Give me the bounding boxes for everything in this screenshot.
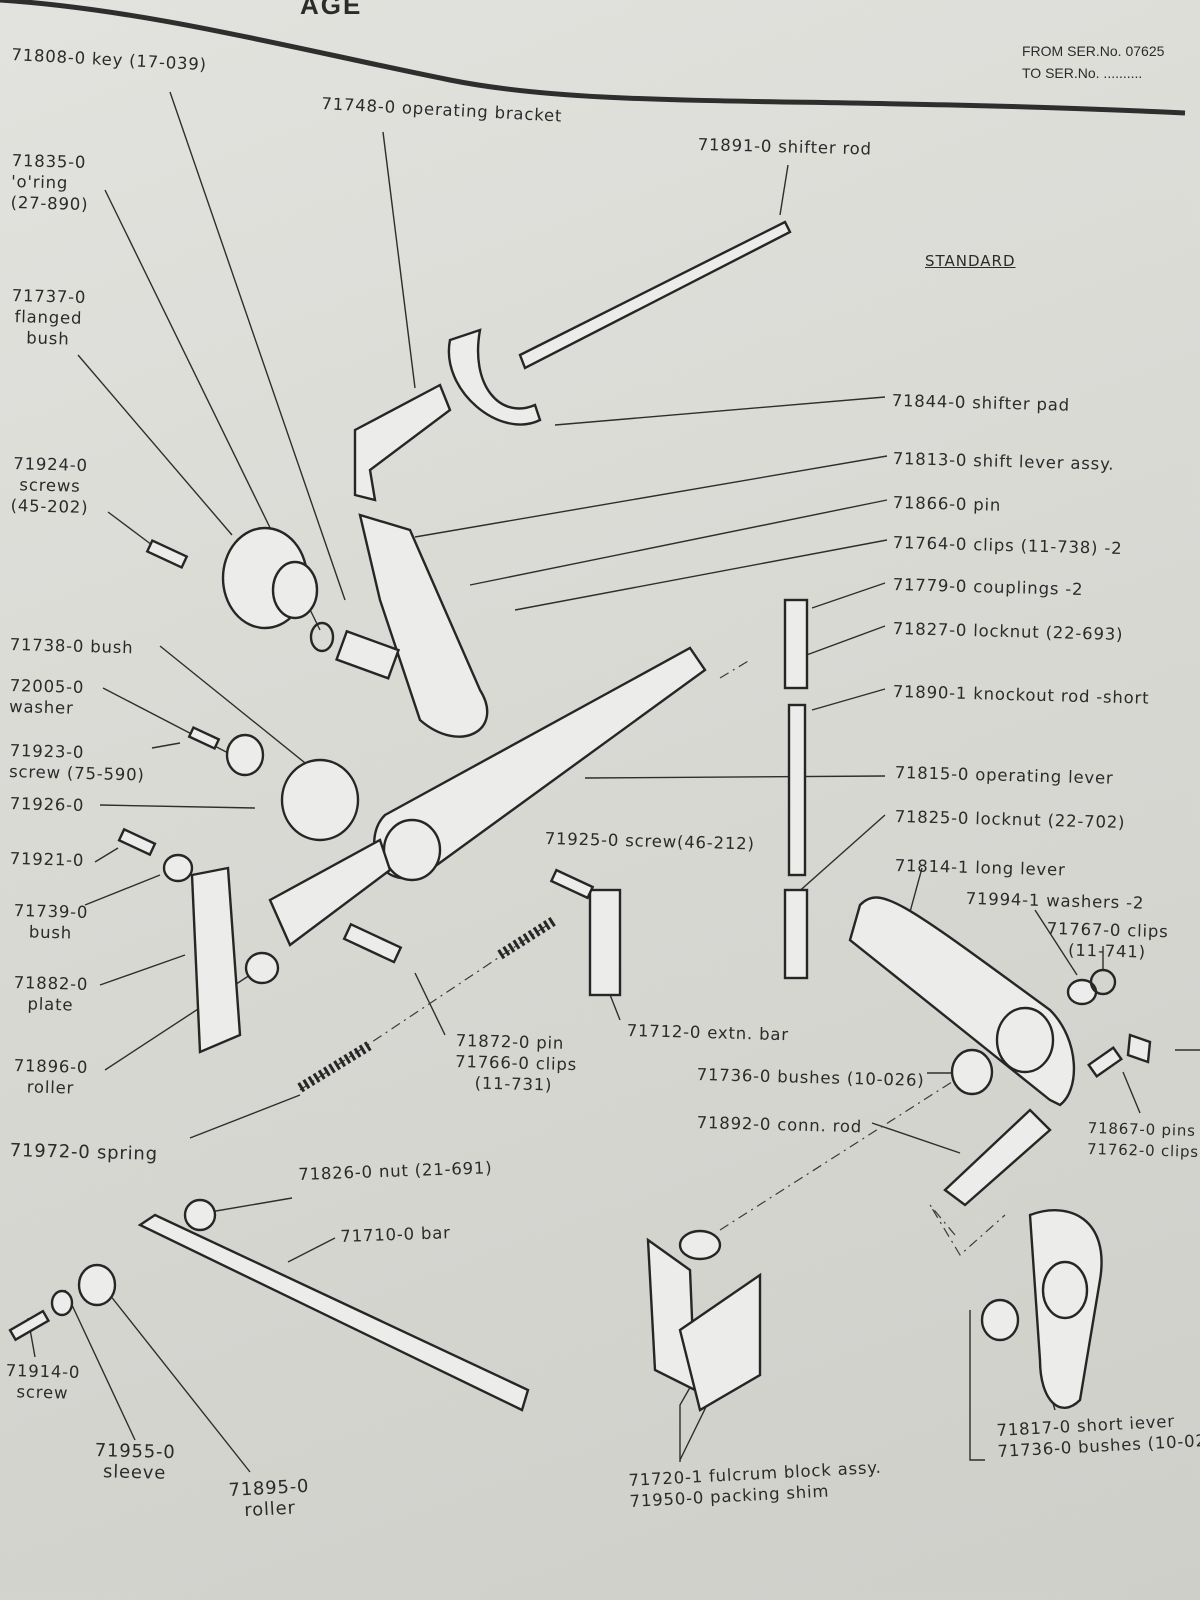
label-extn-bar: 71712-0 extn. bar xyxy=(626,1020,790,1045)
screw-71914 xyxy=(8,1309,51,1342)
page-title-fragment: AGE xyxy=(300,0,363,20)
key xyxy=(335,629,401,680)
pin-71867 xyxy=(1087,1045,1123,1079)
part-number: 71896-0 xyxy=(13,1055,89,1077)
part-ref: (45-202) xyxy=(10,495,89,518)
label-bush-71738: 71738-0 bush xyxy=(9,634,134,658)
roller-71896 xyxy=(244,951,280,985)
part-number: 71835-0 xyxy=(11,150,87,172)
long-lever-bush xyxy=(995,1006,1055,1074)
part-desc: roller xyxy=(26,1077,75,1098)
part-ref: (11-741) xyxy=(1067,940,1147,962)
part-number: 72005-0 xyxy=(9,675,85,697)
spring xyxy=(297,1040,373,1093)
part-number: 71739-0 xyxy=(13,900,89,922)
part-ref: (11-731) xyxy=(474,1073,553,1095)
part-desc: roller xyxy=(243,1497,297,1522)
packing-shim xyxy=(678,1272,762,1412)
screw-71924 xyxy=(145,538,189,570)
part-number: 71767-0 clips xyxy=(1046,918,1169,942)
coupling-bottom xyxy=(783,888,809,980)
bushes-71736 xyxy=(950,1048,994,1096)
part-desc: screw xyxy=(16,1382,69,1403)
o-ring xyxy=(309,621,335,653)
part-number: 71914-0 xyxy=(5,1360,81,1382)
to-serial: TO SER.No. .......... xyxy=(1022,65,1143,81)
label-clips-71767: 71767-0 clips(11-741) xyxy=(1046,918,1169,963)
part-desc: flanged xyxy=(14,307,83,328)
parts xyxy=(8,220,1152,1412)
knockout-rod xyxy=(787,703,807,877)
header-rule xyxy=(0,0,1186,116)
label-pin-71866: 71866-0 pin xyxy=(892,492,1002,515)
label-conn-rod: 71892-0 conn. rod xyxy=(696,1112,863,1137)
lever-fork xyxy=(268,838,392,947)
part-desc: plate xyxy=(27,994,74,1015)
shift-lever xyxy=(358,513,489,738)
part-ref: (27-890) xyxy=(10,192,89,215)
screw-71921 xyxy=(117,827,157,857)
operating-bracket xyxy=(353,383,452,502)
part-desc: screw (75-590) xyxy=(8,761,145,785)
label-spring: 71972-0 spring xyxy=(9,1140,159,1165)
part-desc: bush xyxy=(28,922,73,943)
label-long-lever: 71814-1 long lever xyxy=(894,855,1066,880)
part-desc: sleeve xyxy=(102,1461,167,1484)
label-71921: 71921-0 xyxy=(9,848,85,870)
serial-range: FROM SER.No. 07625 TO SER.No. .......... xyxy=(1022,40,1164,84)
conn-rod xyxy=(943,1108,1052,1207)
part-number: 71762-0 clips xyxy=(1086,1139,1200,1161)
clip-71767 xyxy=(1089,968,1117,996)
shifter-rod xyxy=(518,220,792,370)
washer-72005 xyxy=(225,733,265,777)
bush-71739 xyxy=(162,853,194,883)
sleeve xyxy=(50,1289,74,1317)
from-serial: FROM SER.No. 07625 xyxy=(1022,43,1165,59)
label-71926: 71926-0 xyxy=(9,793,85,815)
fulcrum-block xyxy=(646,1237,697,1392)
label-o-ring: 71835-0'o'ring(27-890) xyxy=(10,150,89,215)
part-number: 71955-0 xyxy=(94,1440,176,1464)
part-number: 71924-0 xyxy=(13,454,89,475)
extension-bar xyxy=(588,888,622,997)
part-number: 71737-0 xyxy=(11,285,87,307)
screw-71923 xyxy=(187,725,221,751)
part-desc: washer xyxy=(8,696,74,718)
bar xyxy=(137,1213,530,1412)
coupling-top xyxy=(783,598,809,690)
plate xyxy=(190,866,242,1054)
part-number: 71766-0 clips xyxy=(454,1051,578,1075)
part-desc: screws xyxy=(19,475,81,496)
part-number: 71882-0 xyxy=(13,972,89,994)
part-desc: 'o'ring xyxy=(10,171,69,193)
variant-heading: STANDARD xyxy=(925,252,1016,270)
part-number: 71867-0 pins xyxy=(1087,1118,1196,1140)
short-lever-bush xyxy=(980,1298,1020,1342)
bush-71738 xyxy=(280,758,360,842)
part-desc: bush xyxy=(26,328,70,349)
pin-71872 xyxy=(342,922,403,964)
nut xyxy=(183,1198,217,1232)
label-bar: 71710-0 bar xyxy=(340,1223,451,1246)
part-number: 71895-0 xyxy=(228,1475,310,1501)
roller-71895 xyxy=(77,1263,117,1307)
screw-71925 xyxy=(549,868,595,900)
clip-71762 xyxy=(1126,1033,1152,1064)
shifter-pad xyxy=(447,328,542,426)
